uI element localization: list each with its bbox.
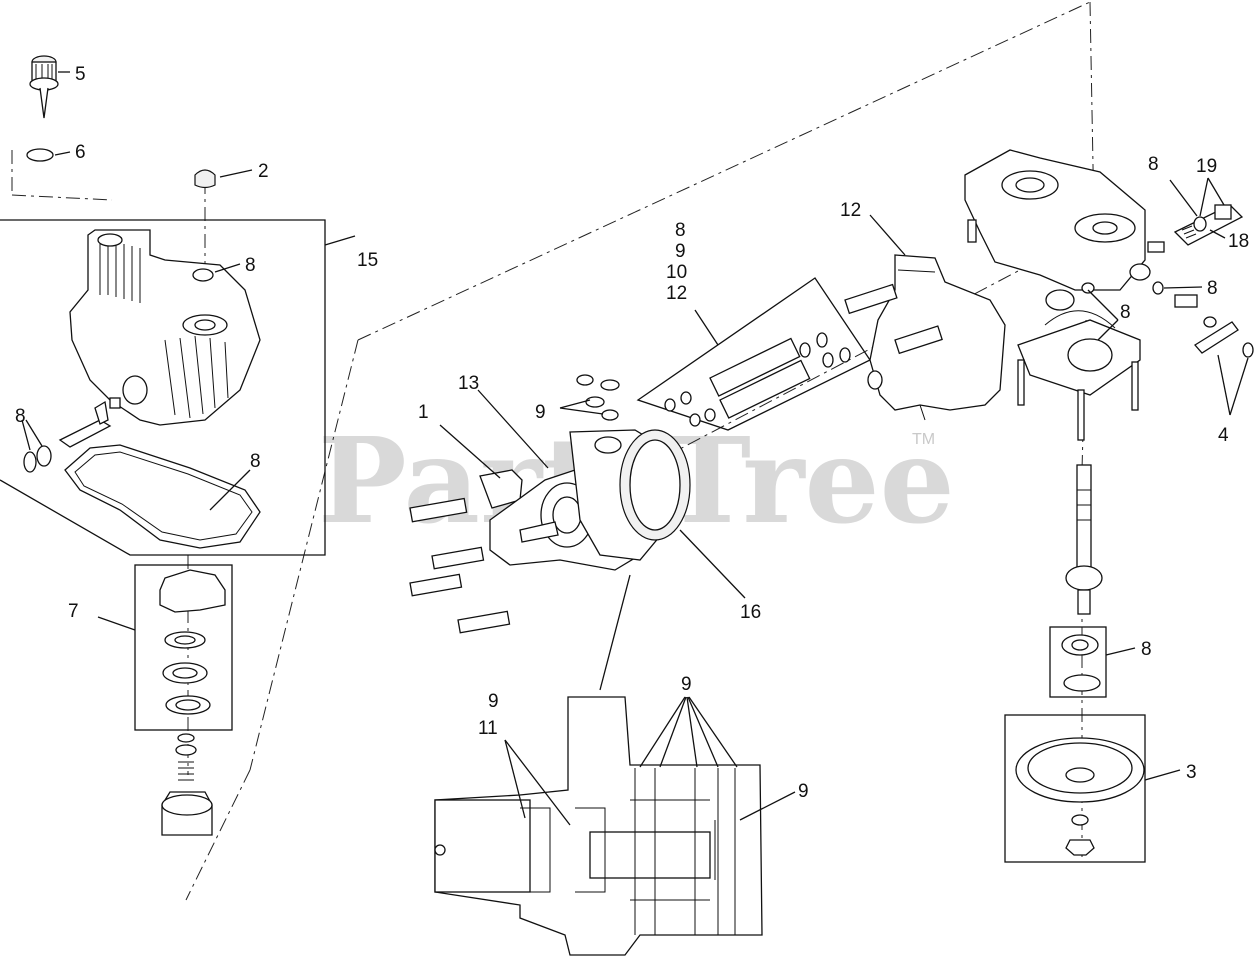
kit-callout-10: 10	[666, 262, 687, 283]
assembly-box-15	[0, 219, 356, 556]
callout-6: 6	[75, 142, 86, 163]
cap-part-2	[194, 169, 253, 189]
callout-8-bearing: 8	[1141, 639, 1152, 660]
callout-3: 3	[1186, 762, 1197, 783]
center-case-part-12	[844, 214, 1006, 421]
callout-9-pump: 9	[535, 402, 546, 423]
callout-9-section-top: 9	[681, 674, 692, 695]
kit-callout-9: 9	[675, 241, 686, 262]
callout-15: 15	[357, 250, 378, 271]
spring-and-coupler	[161, 733, 213, 836]
pump-section-view	[434, 696, 796, 956]
callout-9-section-right: 9	[798, 781, 809, 802]
assembly-box-7	[97, 564, 233, 731]
upper-housing	[964, 149, 1254, 416]
kit-callout-8: 8	[675, 220, 686, 241]
callout-9-section-left: 9	[488, 691, 499, 712]
callout-8-cover: 8	[1120, 302, 1131, 323]
callout-2: 2	[258, 161, 269, 182]
callout-4: 4	[1218, 425, 1229, 446]
callout-13: 13	[458, 373, 479, 394]
callout-16: 16	[740, 602, 761, 623]
callout-8-fitting: 8	[1207, 278, 1218, 299]
kit-callout-12: 12	[666, 283, 687, 304]
callout-12: 12	[840, 200, 861, 221]
callout-8-top-right: 8	[1148, 154, 1159, 175]
watermark-trademark: TM	[912, 431, 935, 448]
callout-8-seals: 8	[15, 406, 26, 427]
fill-cap-part-5	[29, 55, 70, 119]
callout-labels: 5 6 2 8 15 8 8 7 1 13 9 8 9 10 12 12 16 …	[15, 64, 1249, 802]
callout-8-gasket: 8	[250, 451, 261, 472]
callout-5: 5	[75, 64, 86, 85]
pulley-box-3	[1004, 714, 1181, 863]
callout-11: 11	[478, 718, 498, 739]
callout-7: 7	[68, 601, 79, 622]
callout-18: 18	[1228, 231, 1249, 252]
callout-19: 19	[1196, 156, 1217, 177]
callout-8-cap-washer: 8	[245, 255, 256, 276]
hydraulic-pump-assembly	[409, 374, 746, 691]
o-ring-part-6	[26, 148, 54, 162]
callout-1: 1	[418, 402, 429, 423]
cover-plate-and-shaft	[1017, 289, 1141, 698]
